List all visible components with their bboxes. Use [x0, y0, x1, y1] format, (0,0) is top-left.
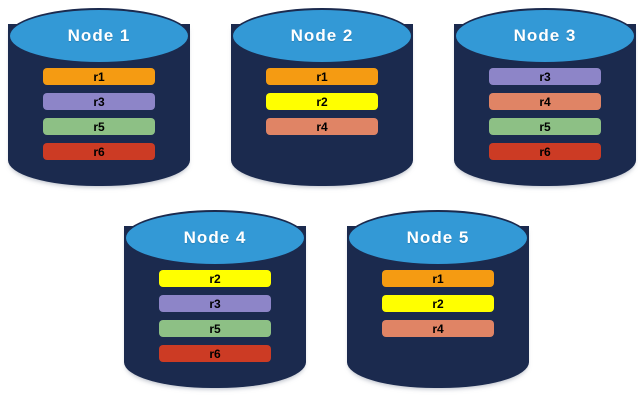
record-bar[interactable]: r6	[159, 345, 271, 362]
record-label: r5	[93, 119, 105, 134]
cylinder-top-ellipse: Node 2	[231, 8, 413, 64]
record-bar[interactable]: r6	[489, 143, 601, 160]
record-label: r4	[316, 119, 328, 134]
database-node[interactable]: Node 1 r1 r3 r5 r6	[8, 8, 190, 186]
cylinder-top-ellipse: Node 5	[347, 210, 529, 266]
record-bar[interactable]: r6	[43, 143, 155, 160]
record-bar[interactable]: r3	[43, 93, 155, 110]
record-bar[interactable]: r5	[43, 118, 155, 135]
record-bar[interactable]: r4	[266, 118, 378, 135]
record-list: r1 r3 r5 r6	[8, 68, 190, 168]
cylinder-top-ellipse: Node 1	[8, 8, 190, 64]
cylinder-shape: Node 3	[454, 8, 636, 186]
record-bar[interactable]: r2	[382, 295, 494, 312]
record-bar[interactable]: r1	[382, 270, 494, 287]
record-bar[interactable]: r4	[489, 93, 601, 110]
record-label: r3	[209, 296, 221, 311]
record-bar[interactable]: r1	[43, 68, 155, 85]
record-bar[interactable]: r2	[266, 93, 378, 110]
record-label: r6	[209, 346, 221, 361]
record-bar[interactable]: r1	[266, 68, 378, 85]
record-label: r6	[93, 144, 105, 159]
record-label: r6	[539, 144, 551, 159]
record-list: r1 r2 r4	[231, 68, 413, 143]
node-label: Node 4	[183, 228, 247, 247]
database-node[interactable]: Node 2 r1 r2 r4	[231, 8, 413, 186]
cylinder-shape: Node 2	[231, 8, 413, 186]
cylinder-top-ellipse: Node 4	[124, 210, 306, 266]
record-label: r4	[539, 94, 551, 109]
record-list: r1 r2 r4	[347, 270, 529, 345]
record-label: r2	[432, 296, 444, 311]
node-label: Node 1	[67, 26, 131, 45]
record-label: r4	[432, 321, 444, 336]
database-node[interactable]: Node 5 r1 r2 r4	[347, 210, 529, 388]
database-node[interactable]: Node 4 r2 r3 r5 r6	[124, 210, 306, 388]
record-bar[interactable]: r5	[159, 320, 271, 337]
record-label: r1	[316, 69, 328, 84]
record-label: r3	[539, 69, 551, 84]
record-bar[interactable]: r3	[489, 68, 601, 85]
node-label: Node 2	[290, 26, 354, 45]
cylinder-top-ellipse: Node 3	[454, 8, 636, 64]
record-label: r5	[539, 119, 551, 134]
node-label: Node 3	[513, 26, 577, 45]
node-label: Node 5	[406, 228, 470, 247]
record-label: r1	[432, 271, 444, 286]
record-label: r5	[209, 321, 221, 336]
record-bar[interactable]: r3	[159, 295, 271, 312]
database-node[interactable]: Node 3 r3 r4 r5 r6	[454, 8, 636, 186]
record-label: r2	[209, 271, 221, 286]
record-list: r3 r4 r5 r6	[454, 68, 636, 168]
record-label: r2	[316, 94, 328, 109]
record-bar[interactable]: r2	[159, 270, 271, 287]
record-bar[interactable]: r5	[489, 118, 601, 135]
record-label: r3	[93, 94, 105, 109]
record-list: r2 r3 r5 r6	[124, 270, 306, 370]
record-bar[interactable]: r4	[382, 320, 494, 337]
record-label: r1	[93, 69, 105, 84]
